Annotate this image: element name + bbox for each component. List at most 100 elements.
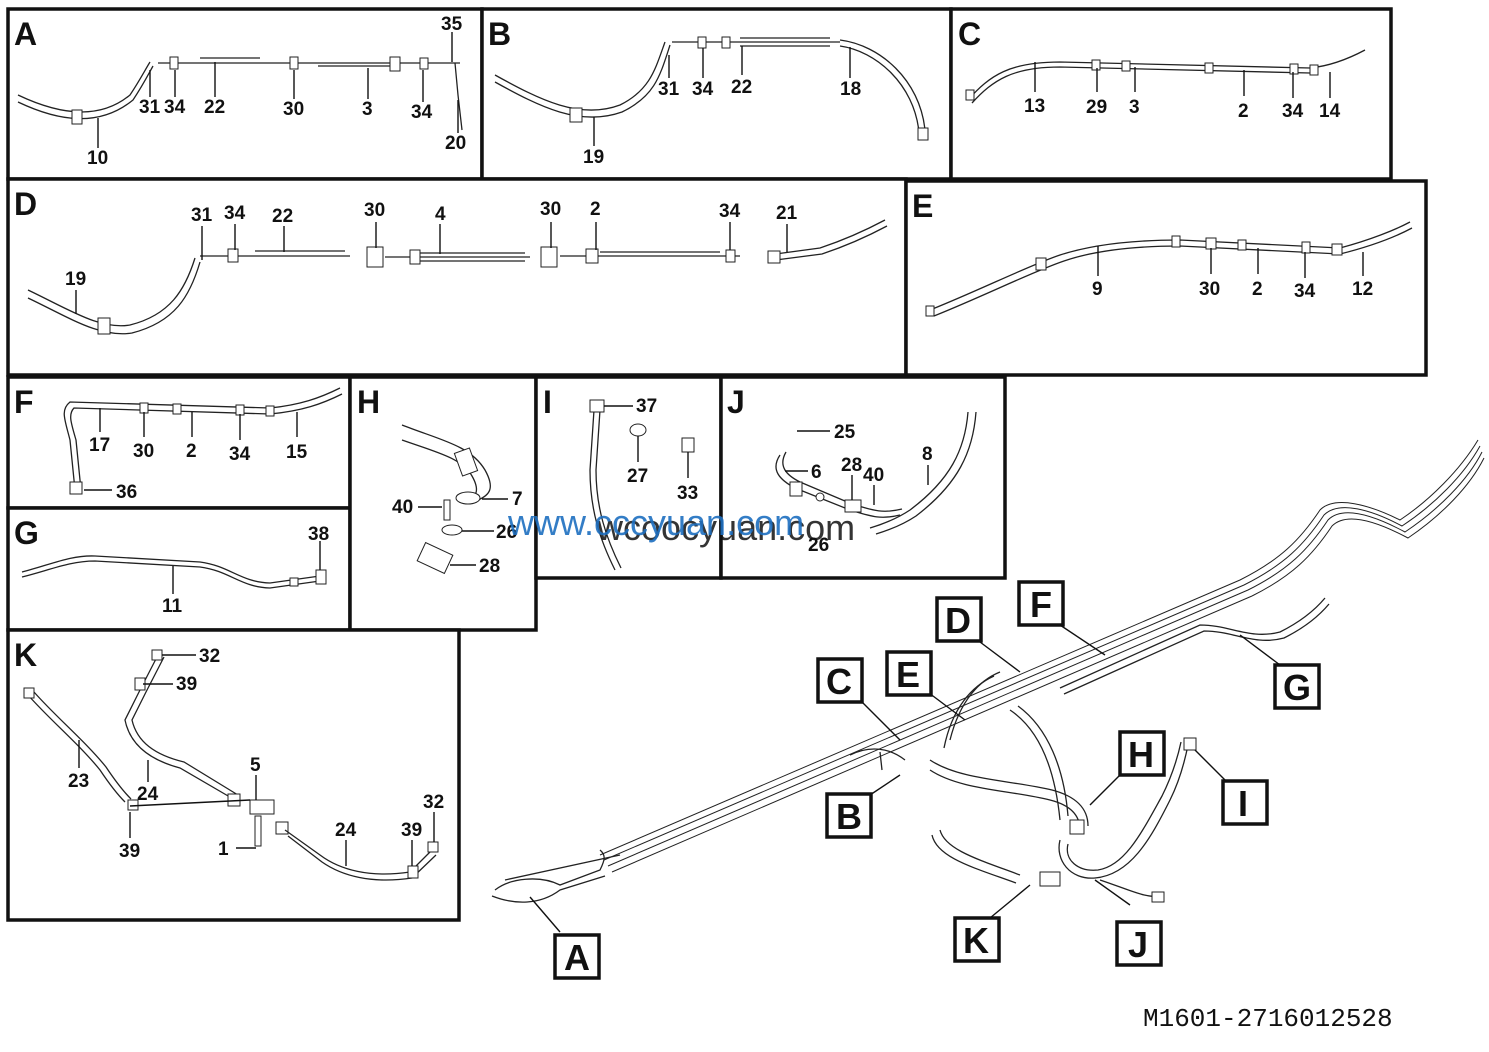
hose-c-13 [967, 49, 1366, 101]
callout-d-2: 2 [590, 199, 601, 220]
hose-h [401, 424, 491, 501]
panel-b-letter: B [488, 16, 511, 52]
callout-a-3: 3 [362, 99, 373, 120]
panel-i: I 37 27 33 [534, 375, 723, 580]
hose-g-11 [21, 555, 321, 584]
tag-j: J [1128, 924, 1148, 965]
callout-c-34: 34 [1282, 101, 1304, 122]
tag-k: K [963, 920, 989, 961]
panel-g-frame [6, 506, 352, 632]
callout-k-24: 24 [137, 784, 159, 805]
callout-f-17: 17 [89, 435, 110, 456]
callout-b-31: 31 [658, 79, 680, 100]
callout-a-20: 20 [445, 133, 466, 154]
callout-a-22: 22 [204, 97, 225, 118]
panel-k-letter: K [14, 637, 37, 673]
callout-a-34b: 34 [411, 102, 433, 123]
panel-d: D 31 34 22 30 4 30 2 34 [6, 177, 908, 377]
callout-f-2: 2 [186, 441, 197, 462]
callout-f-36: 36 [116, 482, 137, 503]
panel-e: E 9 30 2 34 12 [904, 179, 1428, 377]
callout-d-34: 34 [224, 203, 246, 224]
tag-b: B [836, 796, 862, 837]
panel-b-frame [480, 7, 953, 181]
hose-e-9 [929, 221, 1411, 311]
panel-j-letter: J [727, 384, 745, 420]
callout-k-24b: 24 [335, 820, 357, 841]
tag-h: H [1128, 734, 1154, 775]
hose-d-21 [767, 219, 886, 256]
callout-d-19: 19 [65, 269, 86, 290]
callout-e-30: 30 [1199, 279, 1220, 300]
panel-d-letter: D [14, 186, 37, 222]
callout-j-26: 26 [808, 535, 829, 556]
callout-g-38: 38 [308, 524, 329, 545]
watermark-overlay: wcoocyuan.com [596, 507, 855, 548]
callout-h-40: 40 [392, 497, 413, 518]
callout-e-12: 12 [1352, 279, 1373, 300]
callout-b-22: 22 [731, 77, 752, 98]
callout-e-9: 9 [1092, 279, 1103, 300]
callout-h-28: 28 [479, 556, 500, 577]
callout-f-34: 34 [229, 444, 251, 465]
main-assembly [491, 439, 1485, 933]
callout-e-34: 34 [1294, 281, 1316, 302]
panel-g: G 38 11 [6, 506, 352, 632]
callout-c-29: 29 [1086, 97, 1107, 118]
callout-k-1: 1 [218, 839, 229, 860]
panel-j-frame [719, 375, 1007, 580]
callout-k-39b: 39 [119, 841, 140, 862]
callout-j-8: 8 [922, 444, 933, 465]
hose-k-24a [124, 654, 236, 801]
callout-a-35: 35 [441, 14, 463, 35]
panel-d-frame [6, 177, 908, 377]
callout-f-15: 15 [286, 442, 308, 463]
panel-a-frame [6, 7, 484, 181]
panel-h: H 7 40 26 28 [348, 375, 538, 632]
callout-j-40: 40 [863, 465, 884, 486]
panel-k: K 32 39 23 24 5 39 1 24 39 [6, 628, 461, 922]
hose-i [589, 409, 616, 571]
hose-f-17 [63, 387, 341, 491]
callout-f-30: 30 [133, 441, 154, 462]
assembly-tags: A B C D E F G H I J K [553, 580, 1321, 980]
callout-d-21: 21 [776, 203, 798, 224]
panel-i-frame [534, 375, 723, 580]
panel-c: C 13 29 3 2 34 14 [949, 7, 1393, 181]
callout-d-4: 4 [435, 204, 446, 225]
hose-k-24b [284, 829, 433, 875]
callout-j-28: 28 [841, 455, 862, 476]
callout-c-2: 2 [1238, 101, 1249, 122]
hose-a-10 [17, 61, 151, 113]
watermark: www.cccyuan.com [507, 502, 804, 543]
panel-f-frame [6, 375, 352, 510]
tag-e: E [896, 654, 920, 695]
tag-a: A [564, 937, 590, 978]
callout-k-23: 23 [68, 771, 89, 792]
hose-j-8 [869, 411, 969, 529]
callout-a-31: 31 [139, 97, 161, 118]
drawing-code: M1601-2716012528 [1143, 1004, 1393, 1034]
hose-b-18 [839, 39, 926, 131]
tag-f: F [1030, 584, 1052, 625]
callout-i-27: 27 [627, 466, 648, 487]
callout-a-10: 10 [87, 148, 108, 169]
tag-d: D [945, 600, 971, 641]
panel-a-letter: A [14, 16, 37, 52]
callout-d-31: 31 [191, 205, 213, 226]
callout-g-11: 11 [162, 596, 183, 617]
callout-d-30b: 30 [540, 199, 561, 220]
callout-b-34: 34 [692, 79, 714, 100]
callout-d-22: 22 [272, 206, 293, 227]
callout-j-25: 25 [834, 422, 856, 443]
panel-j: J 25 6 28 40 8 26 [719, 375, 1007, 580]
callout-k-5: 5 [250, 755, 261, 776]
callout-c-14: 14 [1319, 101, 1341, 122]
panel-f-letter: F [14, 384, 34, 420]
callout-b-18: 18 [840, 79, 861, 100]
callout-k-32: 32 [199, 646, 220, 667]
callout-j-6: 6 [811, 462, 822, 483]
callout-h-26: 26 [496, 522, 517, 543]
panel-g-letter: G [14, 515, 39, 551]
